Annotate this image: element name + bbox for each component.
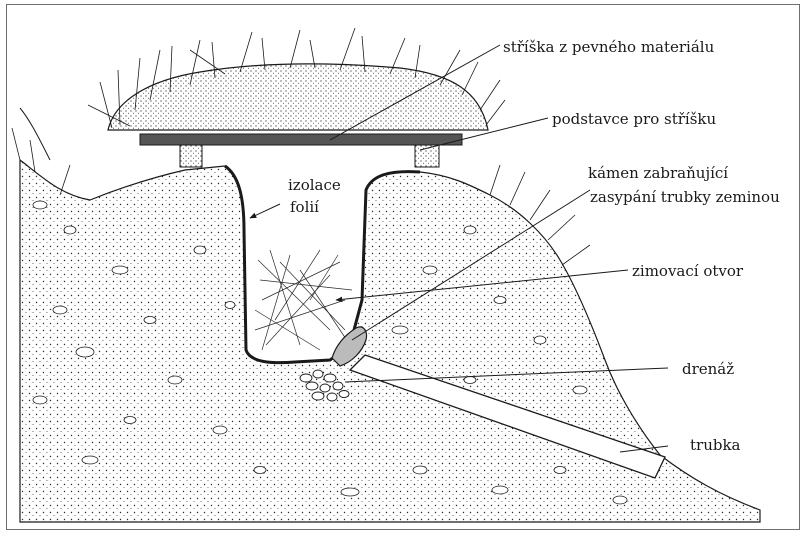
label-winter-opening: zimovací otvor: [632, 262, 744, 280]
label-insulation-line2: folií: [290, 198, 319, 216]
label-insulation-line1: izolace: [288, 176, 341, 194]
turf-roof: [88, 28, 505, 130]
roof-plank: [140, 134, 462, 145]
label-supports: podstavce pro stříšku: [552, 110, 716, 128]
roof-support-left: [180, 145, 202, 167]
label-stone-line1: kámen zabraňující: [588, 164, 728, 182]
label-drainage: drenáž: [682, 360, 734, 378]
label-roof: stříška z pevného materiálu: [503, 38, 715, 56]
label-stone-line2: zasypání trubky zeminou: [590, 188, 780, 206]
label-pipe: trubka: [690, 436, 741, 454]
left-hill-edge: [20, 108, 50, 160]
